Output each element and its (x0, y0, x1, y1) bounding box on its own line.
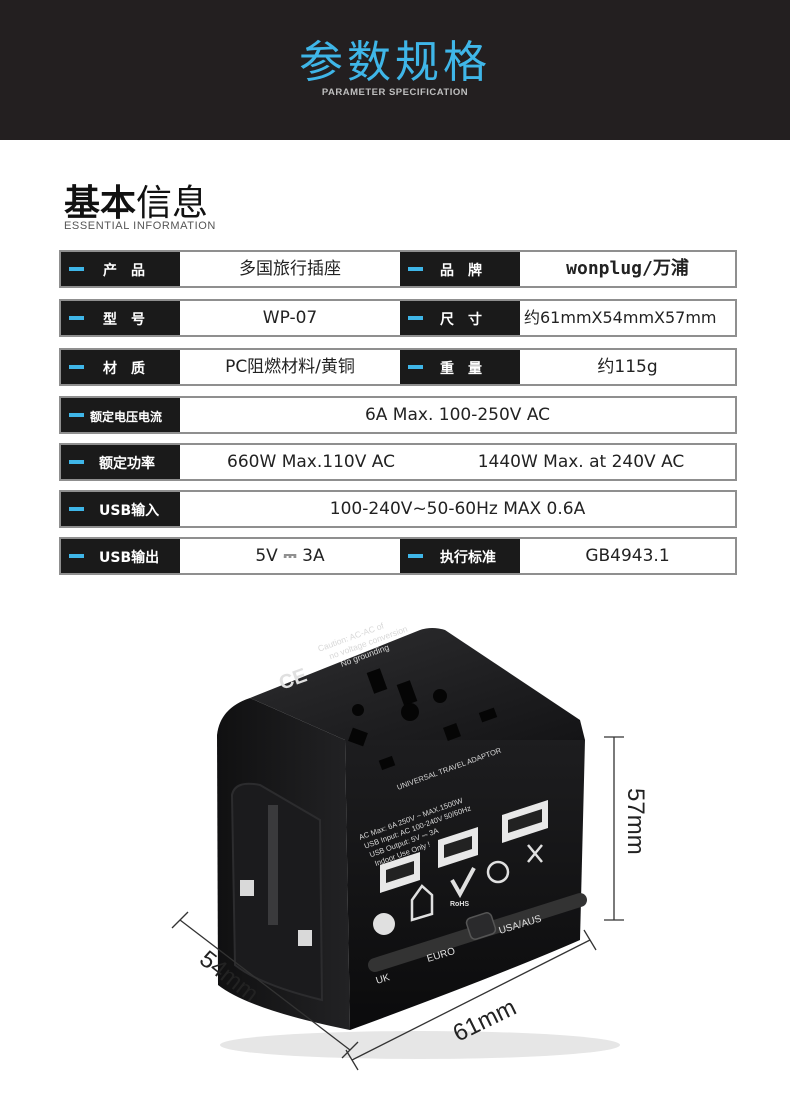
spec-row-material: 材 质 PC阻燃材料/黄铜 重 量 约115g (59, 348, 737, 386)
spec-label-weight: 重 量 (400, 350, 520, 384)
adapter-top-face (250, 628, 585, 740)
spec-row-rated-power: 额定功率 660W Max.110V AC 1440W Max. at 240V… (59, 443, 737, 481)
spec-row-usb-output: USB输出 5V ⎓ 3A 执行标准 GB4943.1 (59, 537, 737, 575)
label-dash (69, 460, 84, 464)
spec-value-brand: wonplug/万浦 (566, 258, 689, 279)
rohs-label: RoHS (450, 901, 469, 908)
dimension-lines (171, 736, 624, 1071)
dimension-height: 57mm (622, 788, 649, 855)
side-pin-left (240, 880, 254, 896)
spec-value-rated-voltage: 6A Max. 100-250V AC (364, 405, 551, 425)
spec-value-standard: GB4943.1 (585, 546, 670, 566)
spec-label-brand: 品 牌 (400, 252, 520, 286)
spec-row-model: 型 号 WP-07 尺 寸 约61mmX54mmX57mm (59, 299, 737, 337)
side-pin-right (298, 930, 312, 946)
header-banner: 参数规格 PARAMETER SPECIFICATION (0, 0, 790, 140)
spec-label-rated-power: 额定功率 (61, 445, 180, 479)
spec-row-usb-input: USB输入 100-240V~50-60Hz MAX 0.6A (59, 490, 737, 528)
spec-label-size: 尺 寸 (400, 301, 520, 335)
section-subtitle: ESSENTIAL INFORMATION (64, 220, 216, 232)
label-dash (408, 267, 423, 271)
top-socket-holes (348, 668, 498, 771)
label-dash (408, 316, 423, 320)
spec-value-product: 多国旅行插座 (239, 259, 341, 279)
side-plug-pin (268, 805, 278, 925)
slider-knob (465, 912, 497, 940)
label-dash (69, 413, 84, 417)
compliance-icons (410, 844, 543, 922)
spec-value-material: PC阻燃材料/黄铜 (225, 357, 355, 377)
spec-value-usb-output: 5V ⎓ 3A (255, 546, 325, 566)
label-dash (408, 554, 423, 558)
spec-label-product: 产 品 (61, 252, 180, 286)
label-dash (69, 507, 84, 511)
label-dash (69, 267, 84, 271)
section-title-bold: 基本 (64, 183, 137, 224)
spec-value-model: WP-07 (262, 308, 318, 328)
spec-label-usb-output: USB输出 (61, 539, 180, 573)
spec-row-product: 产 品 多国旅行插座 品 牌 wonplug/万浦 (59, 250, 737, 288)
usb-ports (380, 800, 548, 893)
section-title-light: 信息 (136, 183, 209, 224)
spec-label-usb-input: USB输入 (61, 492, 180, 526)
section-title: 基本信息 (64, 174, 208, 226)
spec-label-standard: 执行标准 (400, 539, 520, 573)
spec-value-usb-input: 100-240V~50-60Hz MAX 0.6A (329, 499, 586, 519)
product-illustration: CE Caution: AC-AC of no voltage conversi… (171, 620, 649, 1071)
label-dash (69, 365, 84, 369)
spec-value-size: 约61mmX54mmX57mm (524, 308, 717, 327)
spec-value-weight: 约115g (597, 357, 658, 377)
recycle-icon (373, 913, 395, 935)
label-dash (69, 316, 84, 320)
spec-label-rated-voltage: 额定电压电流 (61, 398, 180, 432)
label-dash (408, 365, 423, 369)
spec-value-rated-power-110v: 660W Max.110V AC (227, 452, 395, 472)
slider-label-uk: UK (375, 972, 392, 987)
page-title: 参数规格 (299, 37, 491, 88)
label-dash (69, 554, 84, 558)
spec-value-rated-power-240v: 1440W Max. at 240V AC (477, 452, 685, 472)
spec-label-model: 型 号 (61, 301, 180, 335)
spec-row-rated-voltage: 额定电压电流 6A Max. 100-250V AC (59, 396, 737, 434)
shadow (220, 1031, 620, 1059)
page-subtitle: PARAMETER SPECIFICATION (321, 87, 469, 98)
spec-label-material: 材 质 (61, 350, 180, 384)
